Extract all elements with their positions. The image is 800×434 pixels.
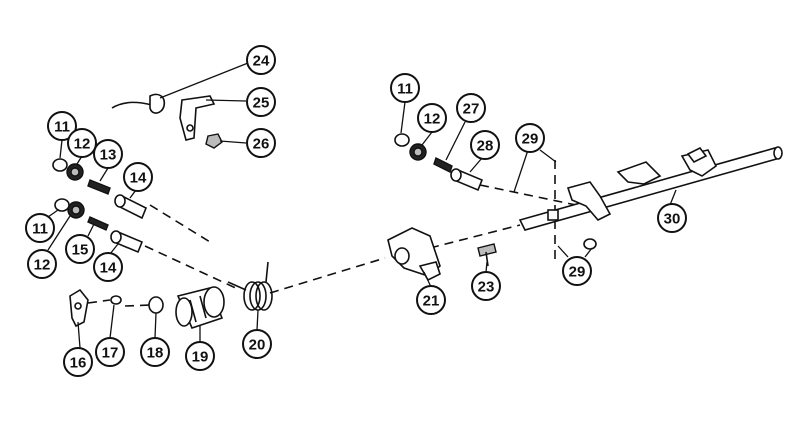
- callout-28: 28: [470, 130, 500, 160]
- assembly-axis-lines: [87, 160, 601, 307]
- callout-26: 26: [246, 128, 276, 158]
- callout-number: 29: [569, 264, 586, 281]
- callout-19: 19: [185, 341, 215, 371]
- callout-circle: [470, 130, 500, 160]
- callout-number: 28: [477, 138, 494, 155]
- callout-circle: [390, 73, 420, 103]
- callout-circle: [140, 337, 170, 367]
- callout-circle: [246, 45, 276, 75]
- callout-number: 16: [70, 355, 87, 372]
- callout-circle: [47, 111, 77, 141]
- callout-12: 12: [67, 128, 97, 158]
- callout-circle: [27, 249, 57, 279]
- callout-14: 14: [123, 162, 153, 192]
- callout-number: 25: [253, 95, 270, 112]
- callout-circle: [562, 256, 592, 286]
- callout-circle: [93, 139, 123, 169]
- callout-20: 20: [242, 329, 272, 359]
- callout-number: 20: [249, 337, 266, 354]
- callout-25: 25: [246, 87, 276, 117]
- callout-number: 11: [54, 119, 70, 136]
- callout-circle: [25, 213, 55, 243]
- callout-number: 12: [74, 136, 91, 153]
- callout-15: 15: [65, 234, 95, 264]
- callout-18: 18: [140, 337, 170, 367]
- callout-29: 29: [562, 256, 592, 286]
- callout-circle: [657, 203, 687, 233]
- callout-circle: [185, 341, 215, 371]
- callout-circle: [65, 234, 95, 264]
- callout-30: 30: [657, 203, 687, 233]
- bolt: [477, 243, 497, 267]
- callout-number: 15: [72, 242, 89, 259]
- callout-number: 24: [253, 53, 270, 70]
- right-plunger-stack: [394, 133, 484, 192]
- callout-11: 11: [25, 213, 55, 243]
- callout-16: 16: [63, 347, 93, 377]
- callout-number: 26: [253, 136, 270, 153]
- lower-plunger-stack: [54, 198, 144, 254]
- callout-number: 11: [32, 221, 48, 238]
- callout-number: 27: [463, 101, 480, 118]
- callout-12: 12: [417, 103, 447, 133]
- callout-circle: [63, 347, 93, 377]
- callout-circle: [515, 123, 545, 153]
- selector-lever: [387, 227, 441, 282]
- callout-number: 19: [192, 349, 209, 366]
- callout-circle: [417, 103, 447, 133]
- torsion-spring: [227, 261, 273, 311]
- callout-number: 12: [424, 111, 441, 128]
- callout-number: 11: [397, 81, 413, 98]
- callout-11: 11: [390, 73, 420, 103]
- callout-circle: [67, 128, 97, 158]
- callout-number: 29: [522, 131, 539, 148]
- callout-circle: [242, 329, 272, 359]
- callout-number: 13: [100, 147, 117, 164]
- callout-13: 13: [93, 139, 123, 169]
- callout-29: 29: [515, 123, 545, 153]
- callout-12: 12: [27, 249, 57, 279]
- callout-circle: [246, 128, 276, 158]
- callout-number: 23: [478, 279, 495, 296]
- callout-11: 11: [47, 111, 77, 141]
- cylinder-housing: [148, 286, 225, 329]
- callout-number: 18: [147, 345, 164, 362]
- callout-circle: [95, 337, 125, 367]
- callout-circle: [416, 285, 446, 315]
- callout-17: 17: [95, 337, 125, 367]
- upper-plunger-stack: [52, 158, 148, 220]
- callout-23: 23: [471, 271, 501, 301]
- callout-24: 24: [246, 45, 276, 75]
- callout-21: 21: [416, 285, 446, 315]
- callout-number: 12: [34, 257, 51, 274]
- callout-circle: [471, 271, 501, 301]
- callout-number: 21: [423, 293, 440, 310]
- callout-circle: [456, 93, 486, 123]
- callout-circle: [246, 87, 276, 117]
- selector-shaft: [518, 146, 783, 250]
- small-lever-and-pin: [69, 288, 122, 328]
- callout-number: 17: [102, 345, 119, 362]
- wire-clip-bracket: [111, 93, 223, 149]
- leader-lines: [47, 62, 677, 349]
- callout-27: 27: [456, 93, 486, 123]
- callout-number: 14: [130, 170, 147, 187]
- callout-circle: [123, 162, 153, 192]
- callout-number: 14: [100, 260, 117, 277]
- callout-number: 30: [664, 211, 681, 228]
- callout-circle: [93, 252, 123, 282]
- callout-14: 14: [93, 252, 123, 282]
